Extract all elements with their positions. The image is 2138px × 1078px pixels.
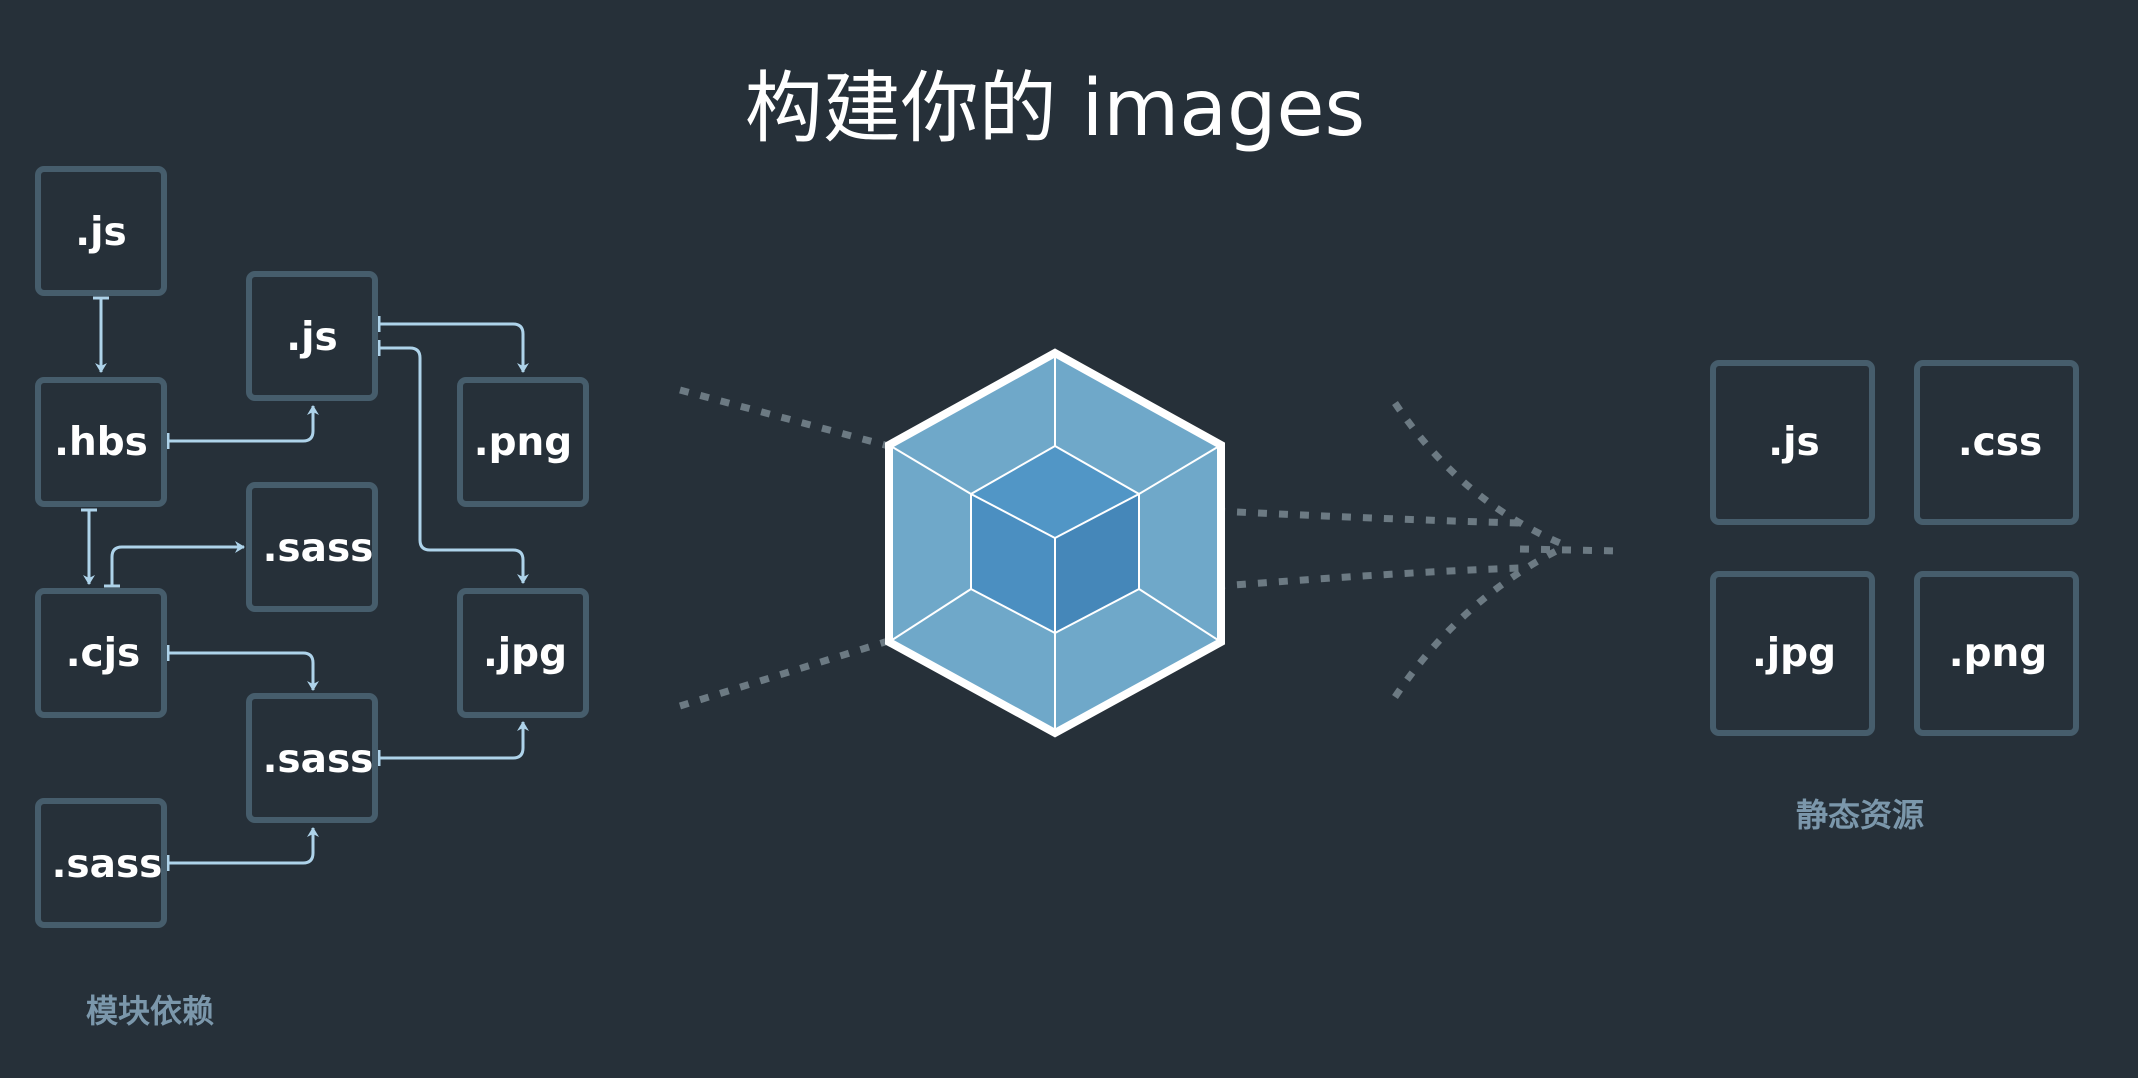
- edge-js-to-jpg: [379, 346, 529, 584]
- module-label: .sass: [52, 842, 163, 887]
- module-node-sass-bottom: .sass: [35, 798, 167, 928]
- module-box: [35, 166, 167, 296]
- asset-box: [1914, 571, 2079, 736]
- module-label: .js: [75, 210, 126, 255]
- edge-js-to-png: [379, 322, 529, 373]
- module-graph: .js .js .hbs .png .sass .cjs .jpg .sass: [35, 166, 589, 928]
- cube-outer-edge: [888, 444, 972, 495]
- dependency-edges: [81, 296, 529, 871]
- edge-sass-to-jpg: [379, 721, 529, 760]
- dash-fan-top: [1392, 401, 1562, 547]
- asset-node-js: .js: [1710, 360, 1875, 525]
- module-box: [457, 588, 589, 718]
- module-label: .hbs: [54, 420, 148, 465]
- module-node-jpg: .jpg: [457, 588, 589, 718]
- module-label: .png: [474, 420, 572, 465]
- edge-cjs-to-sass: [110, 541, 245, 586]
- cube-outer-edge: [1138, 588, 1222, 643]
- module-box: [246, 482, 378, 612]
- module-box: [35, 588, 167, 718]
- module-node-js-mid: .js: [246, 271, 378, 401]
- cube-inner-right-face: [1055, 494, 1139, 633]
- asset-label: .css: [1958, 420, 2042, 465]
- asset-node-css: .css: [1914, 360, 2079, 525]
- module-node-hbs: .hbs: [35, 377, 167, 507]
- cube-inner-edge: [1054, 493, 1140, 539]
- module-label: .jpg: [483, 631, 567, 676]
- module-box: [35, 377, 167, 507]
- cube-inner-left-face: [971, 494, 1055, 633]
- module-box: [246, 693, 378, 823]
- asset-label: .jpg: [1752, 631, 1836, 676]
- dash-in-bottom: [678, 638, 887, 710]
- asset-box: [1914, 360, 2079, 525]
- module-box: [35, 798, 167, 928]
- module-box: [457, 377, 589, 507]
- asset-label: .png: [1949, 631, 2047, 676]
- module-label: .sass: [263, 526, 374, 571]
- dash-tip: [1519, 545, 1621, 555]
- edge-cjs-to-sass-low: [168, 651, 319, 691]
- asset-label: .js: [1768, 420, 1819, 465]
- right-caption: 静态资源: [1796, 796, 1924, 834]
- module-box: [246, 271, 378, 401]
- module-node-sass-mid: .sass: [246, 482, 378, 612]
- cube-inner-edge: [970, 493, 1056, 539]
- cube-outer-edge: [1138, 444, 1222, 495]
- module-node-cjs: .cjs: [35, 588, 167, 718]
- module-label: .cjs: [66, 631, 141, 676]
- webpack-cube-icon: [885, 348, 1225, 738]
- module-node-png: .png: [457, 377, 589, 507]
- left-caption: 模块依赖: [86, 992, 214, 1030]
- cube-outlines: [888, 353, 1222, 733]
- dash-in-top: [679, 386, 886, 449]
- page-title: 构建你的 images: [745, 64, 1365, 154]
- asset-box: [1710, 360, 1875, 525]
- asset-node-png: .png: [1914, 571, 2079, 736]
- module-node-sass-low: .sass: [246, 693, 378, 823]
- module-label: .sass: [263, 737, 374, 782]
- asset-grid: .js .css .jpg .png: [1710, 360, 2079, 736]
- module-label: .js: [286, 315, 337, 360]
- dash-fan-bottom: [1392, 545, 1562, 699]
- edge-sass-bottom-to-sass-low: [168, 827, 319, 865]
- edge-hbs-to-js: [168, 405, 319, 443]
- cube-outer-edge: [888, 588, 972, 643]
- asset-node-jpg: .jpg: [1710, 571, 1875, 736]
- asset-box: [1710, 571, 1875, 736]
- module-node-js-top: .js: [35, 166, 167, 296]
